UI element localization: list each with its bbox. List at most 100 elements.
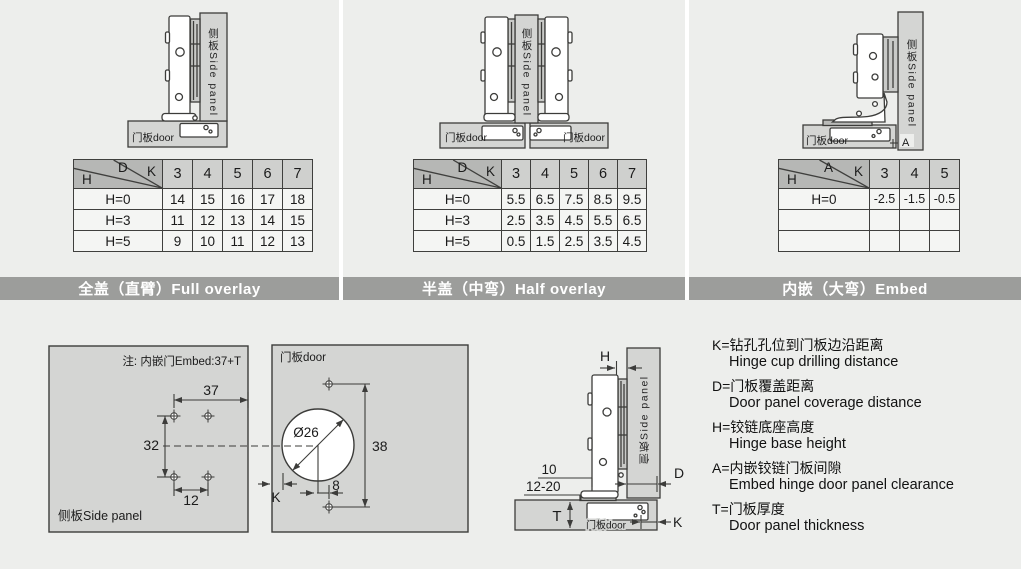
col-header: 3	[501, 159, 531, 189]
banner-embed: 内嵌（大弯）Embed	[689, 277, 1021, 300]
col-header: 4	[192, 159, 223, 189]
column-divider	[339, 0, 343, 300]
value-cell: 6.5	[617, 209, 647, 231]
row-label: H=0	[73, 188, 163, 210]
hinge-cup	[179, 122, 219, 138]
value-cell: 6.5	[530, 188, 560, 210]
value-cell: 15	[282, 209, 313, 231]
embed-diagram: A 门板door	[802, 11, 924, 151]
value-cell: 4.5	[617, 230, 647, 252]
legend-desc: Hinge base height	[729, 436, 846, 452]
corner-label-h: H	[82, 172, 92, 187]
value-cell	[929, 209, 960, 231]
door-label-left: 门板door	[445, 131, 488, 144]
value-cell: 12	[192, 209, 223, 231]
clearance-label: A	[902, 137, 910, 149]
legend-item: H=铰链底座高度 Hinge base height	[712, 419, 1017, 453]
legend-item: D=门板覆盖距离 Door panel coverage distance	[712, 378, 1017, 412]
side-panel	[199, 12, 228, 122]
value-cell: 8.5	[588, 188, 618, 210]
embed-note: 注: 内嵌门Embed:37+T	[122, 354, 241, 368]
side-panel	[626, 347, 661, 499]
legend-desc: Embed hinge door panel clearance	[729, 477, 954, 493]
col-header: 3	[869, 159, 900, 189]
value-cell: 13	[222, 209, 253, 231]
col-header: 3	[162, 159, 193, 189]
table-row: H=3 11 12 13 14 15	[73, 209, 313, 231]
door-label: 门板door	[132, 131, 175, 144]
half-overlay-diagram: 门板door 门板door	[439, 14, 609, 149]
value-cell: 17	[252, 188, 283, 210]
dimension-lines	[524, 361, 671, 529]
table-row: H=5 9 10 11 12 13	[73, 230, 313, 252]
corner-label-k: K	[146, 164, 156, 179]
legend-term: T=门板厚度	[712, 501, 785, 517]
value-cell	[929, 230, 960, 252]
col-header: 6	[252, 159, 283, 189]
value-cell: 1.5	[530, 230, 560, 252]
value-cell: 2.5	[559, 230, 589, 252]
door-label: 门板door	[280, 350, 326, 364]
column-divider	[685, 0, 689, 300]
value-cell	[899, 230, 930, 252]
table-row	[778, 230, 960, 252]
col-header: 7	[617, 159, 647, 189]
value-cell: 3.5	[588, 230, 618, 252]
dim-d-label: D	[674, 465, 684, 481]
table-row: H=5 0.5 1.5 2.5 3.5 4.5	[413, 230, 647, 252]
side-panel-label: 侧板Side panel	[638, 375, 651, 465]
dim-h-label: H	[600, 348, 610, 364]
col-header: 5	[222, 159, 253, 189]
col-header: 7	[282, 159, 313, 189]
dim-10-label: 10	[541, 462, 556, 477]
corner-label-h: H	[787, 172, 797, 187]
hinge-arm	[830, 92, 888, 123]
value-cell: 10	[192, 230, 223, 252]
side-panel-label: 侧板Side panel	[905, 38, 918, 128]
legend-term: A=内嵌铰链门板间隙	[712, 460, 842, 476]
door-label: 门板door	[586, 519, 627, 532]
dim-38: 38	[372, 438, 388, 454]
hinge-cup	[586, 502, 649, 521]
row-label: H=3	[413, 209, 502, 231]
dim-8: 8	[332, 478, 340, 493]
value-cell: 5.5	[501, 188, 531, 210]
row-label: H=0	[778, 188, 870, 210]
side-panel-label: 侧板Side panel	[207, 27, 219, 117]
table-row: H=0 14 15 16 17 18	[73, 188, 313, 210]
dim-12-20-label: 12-20	[526, 479, 561, 494]
col-header: 5	[559, 159, 589, 189]
col-header: 4	[530, 159, 560, 189]
value-cell: 14	[252, 209, 283, 231]
table-corner-cell: A K H	[778, 159, 870, 189]
value-cell: 9	[162, 230, 193, 252]
half-overlay-table: D K H 3 4 5 6 7 H=0 5.5 6.5 7.5 8.5 9.5 …	[413, 159, 647, 252]
banner-full-overlay: 全盖（直臂）Full overlay	[0, 277, 339, 300]
row-label	[778, 209, 870, 231]
full-overlay-diagram: 门板door	[127, 12, 228, 148]
clearance-mark	[890, 139, 898, 148]
legend-item: A=内嵌铰链门板间隙 Embed hinge door panel cleara…	[712, 460, 1017, 494]
hinge-cup	[829, 127, 891, 142]
legend-term: H=铰链底座高度	[712, 419, 815, 435]
legend-desc: Hinge cup drilling distance	[729, 354, 899, 370]
dim-37: 37	[203, 382, 219, 398]
banner-half-overlay: 半盖（中弯）Half overlay	[343, 277, 685, 300]
corner-label-k: K	[485, 164, 495, 179]
mounting-plate	[189, 18, 201, 103]
dim-12: 12	[183, 492, 199, 508]
value-cell: -0.5	[929, 188, 960, 210]
corner-label-k: K	[853, 164, 863, 179]
dim-32: 32	[143, 437, 159, 453]
row-label: H=3	[73, 209, 163, 231]
value-cell: 4.5	[559, 209, 589, 231]
table-row: H=0 -2.5 -1.5 -0.5	[778, 188, 960, 210]
embed-table: A K H 3 4 5 H=0 -2.5 -1.5 -0.5	[778, 159, 960, 252]
value-cell: 18	[282, 188, 313, 210]
table-row	[778, 209, 960, 231]
dimension-lines	[157, 383, 370, 508]
drilling-diagram: 注: 内嵌门Embed:37+T 37 32 12 侧板Side panel 门…	[48, 344, 469, 533]
hinge-side-view: H D K T 10 12-20 门板door	[514, 347, 684, 533]
table-row: H=0 5.5 6.5 7.5 8.5 9.5	[413, 188, 647, 210]
col-header: 5	[929, 159, 960, 189]
